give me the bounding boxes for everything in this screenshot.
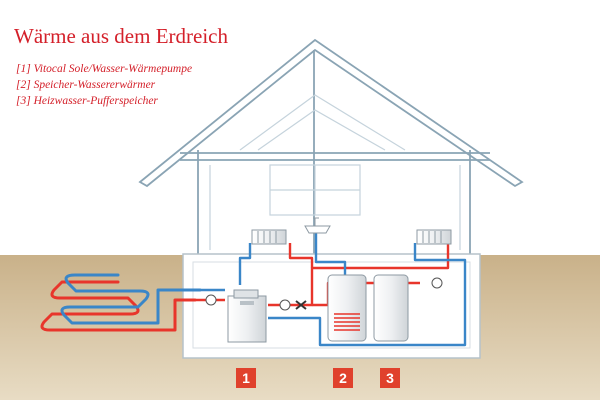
mixing-valve-icon: [295, 300, 307, 310]
legend: [1] Vitocal Sole/Wasser-Wärmepumpe [2] S…: [16, 61, 192, 109]
heating-coil: [334, 313, 360, 331]
hot-water-tank: [327, 274, 367, 342]
legend-item-buffer-tank: [3] Heizwasser-Pufferspeicher: [16, 95, 158, 107]
marker-1-heat-pump: 1: [236, 368, 256, 388]
pump-icon: [205, 294, 217, 306]
radiator-left: [251, 229, 287, 245]
heat-pump-unit: [227, 289, 267, 343]
return-pipe-main: [238, 243, 252, 285]
radiators: [251, 229, 452, 245]
diagram-title: Wärme aus dem Erdreich: [14, 24, 228, 48]
marker-3-buffer-tank: 3: [380, 368, 400, 388]
return-pipe-right: [268, 243, 467, 347]
house-window-frames: [209, 94, 461, 250]
collector-supply-pipe: [40, 280, 197, 332]
pump-icon: [431, 277, 443, 289]
tap-water-pipe: [314, 232, 347, 275]
pump-icon: [279, 299, 291, 311]
flow-pipe-left-radiator: [288, 243, 314, 268]
circulation-pumps: [205, 277, 443, 311]
buffer-tank: [373, 274, 409, 342]
wash-basin: [304, 217, 331, 234]
house-roof: [138, 38, 524, 188]
house: [138, 38, 524, 255]
ground-collector-loop: [40, 273, 202, 332]
marker-2-hot-water-tank: 2: [333, 368, 353, 388]
legend-item-heat-pump: [1] Vitocal Sole/Wasser-Wärmepumpe: [16, 63, 193, 75]
collector-return-pipe: [60, 273, 202, 325]
radiator-right: [416, 229, 452, 245]
legend-item-hot-water-tank: [2] Speicher-Wassererwärmer: [16, 79, 156, 91]
